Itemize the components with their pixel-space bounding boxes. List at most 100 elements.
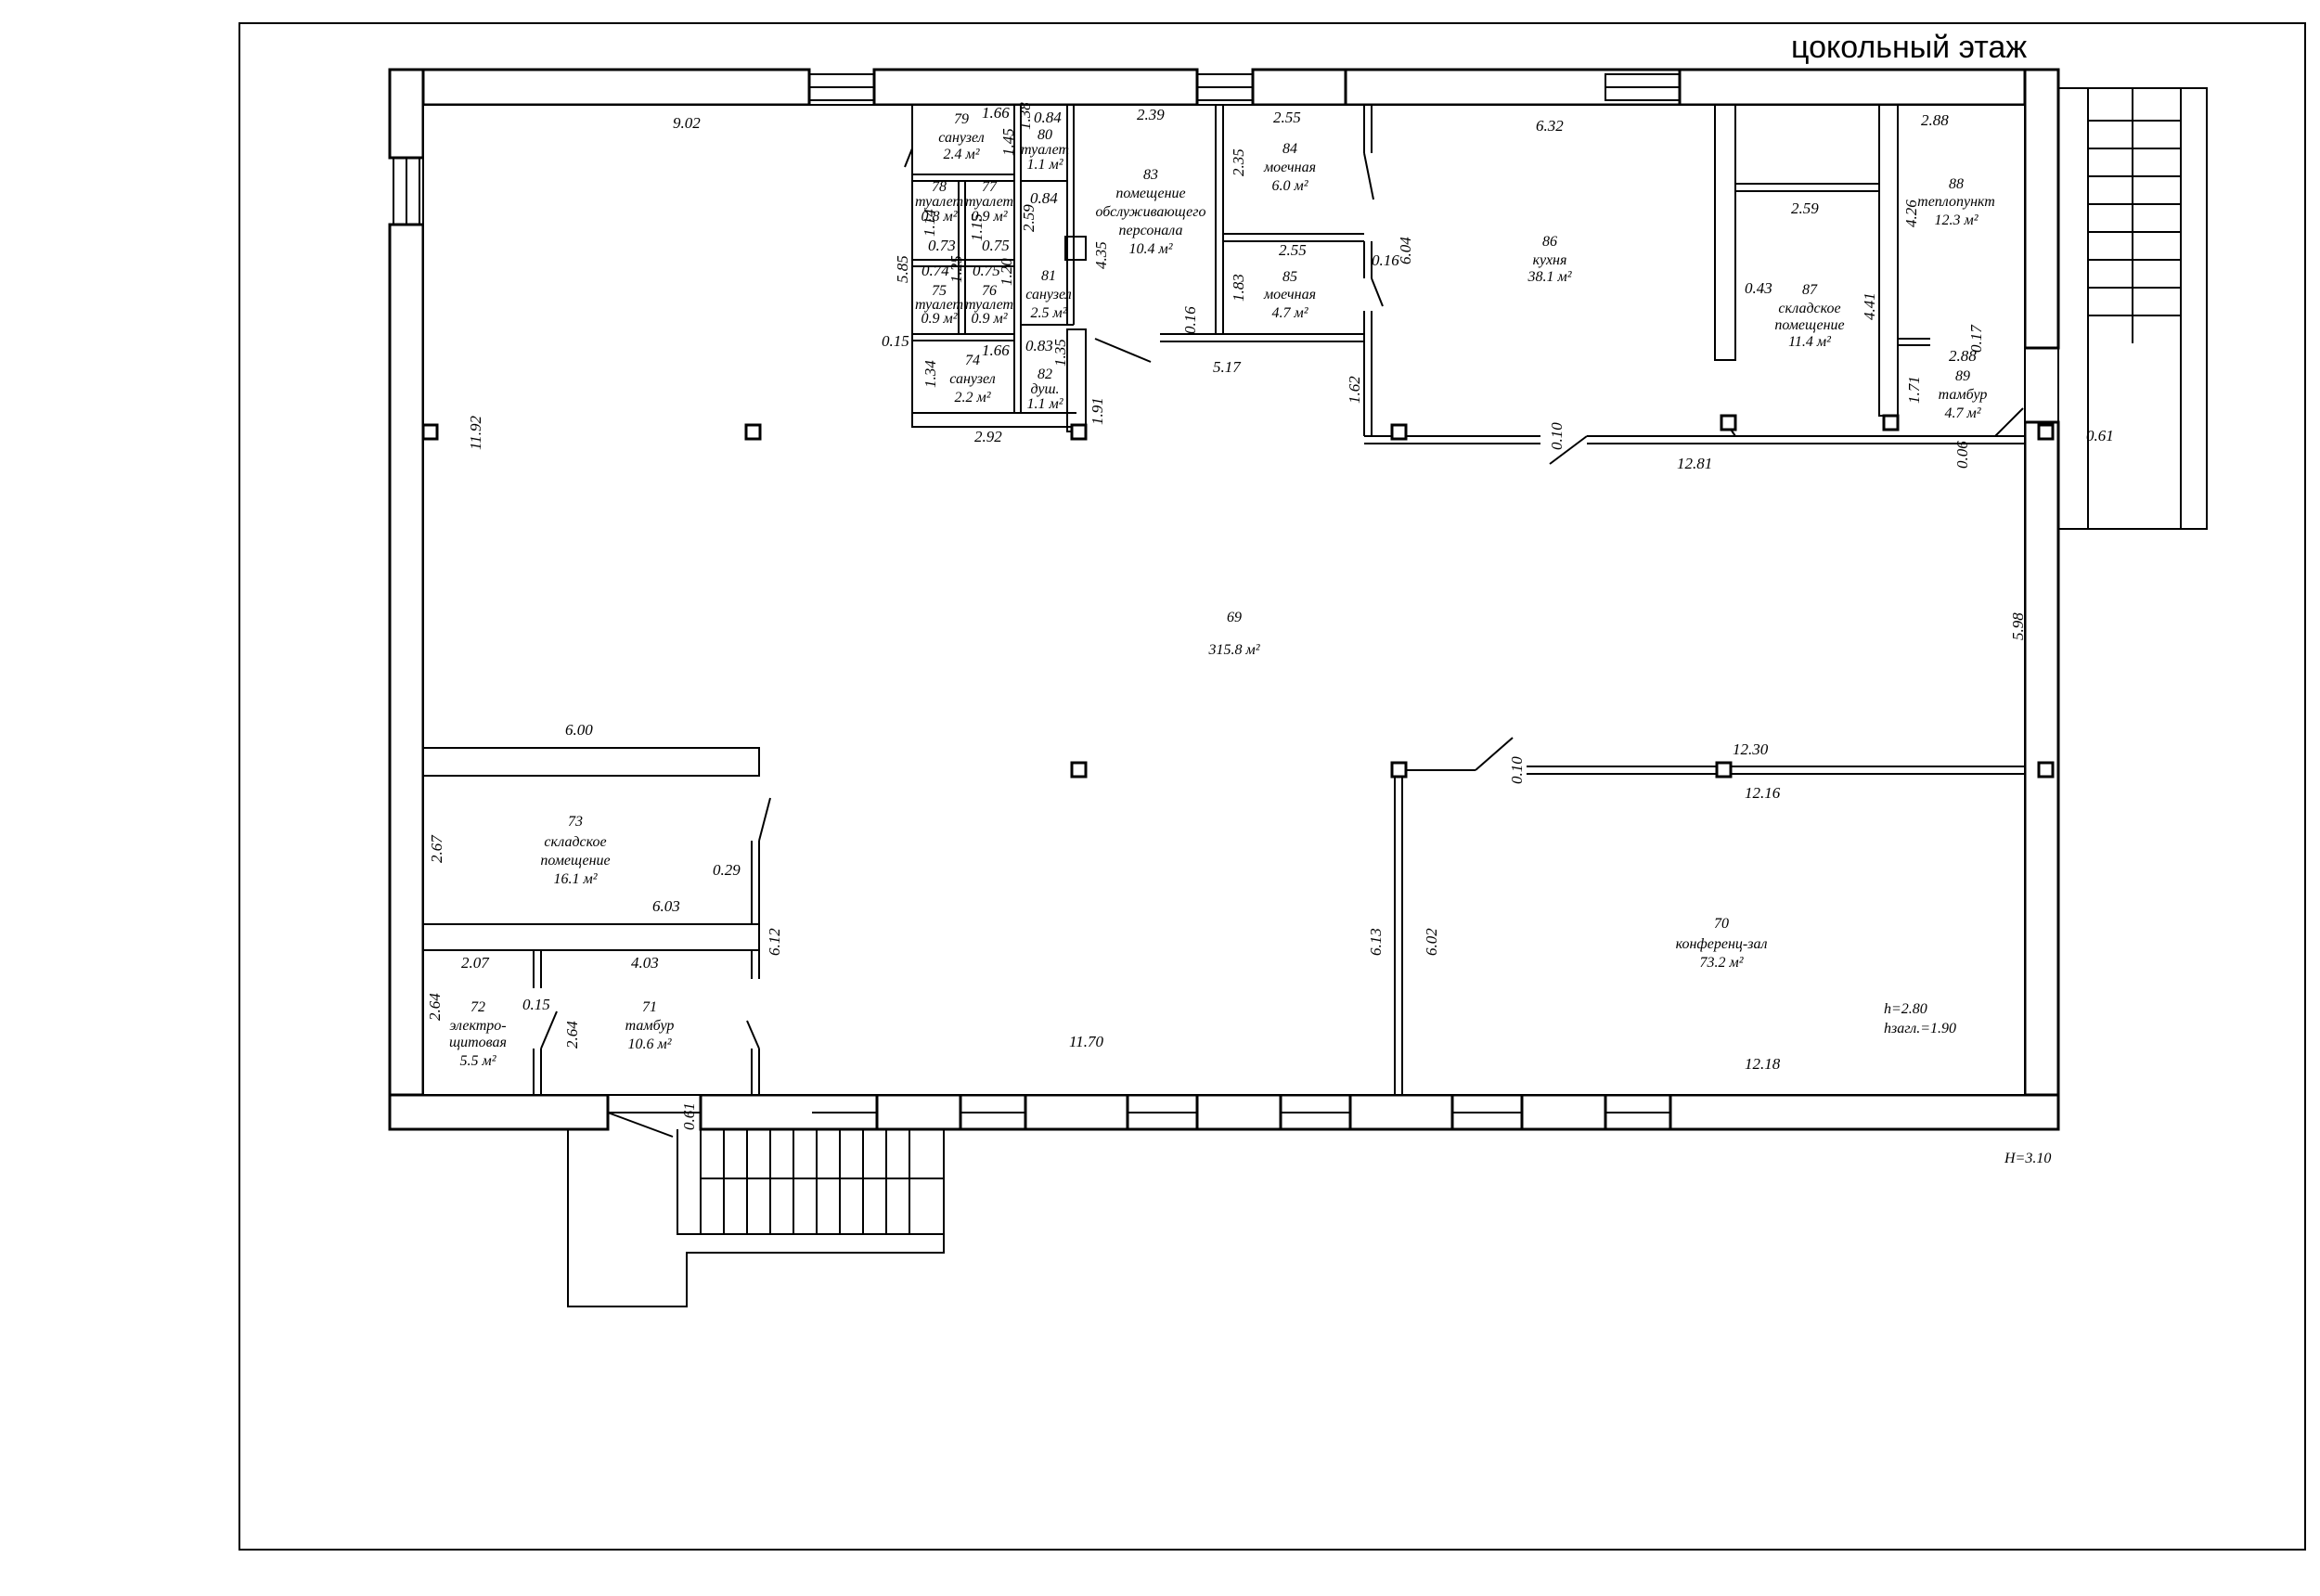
room-84-name: моечная	[1263, 160, 1316, 175]
room-87-name2: помещение	[1774, 317, 1844, 333]
dim: 1.34	[922, 360, 939, 388]
plan-title: цокольный этаж	[1791, 30, 2027, 65]
dim: 6.02	[1423, 928, 1440, 956]
room-84-area: 6.0 м²	[1271, 178, 1308, 194]
room-81-number: 81	[1041, 268, 1056, 284]
room-78-area: 0.8 м²	[921, 209, 958, 225]
room-85-name: моечная	[1263, 287, 1316, 302]
dim: 0.84	[1034, 109, 1062, 126]
dim: 1.14	[921, 209, 938, 237]
dim: 2.64	[563, 1021, 581, 1049]
dim: 0.43	[1745, 279, 1772, 297]
dim: 1.15	[968, 213, 986, 241]
room-83-name: помещение	[1115, 186, 1185, 201]
room-69-area: 315.8 м²	[1207, 642, 1260, 658]
dim: 2.55	[1279, 241, 1307, 259]
dim: 6.12	[766, 928, 783, 956]
dim: 12.18	[1745, 1055, 1781, 1073]
dim: 1.62	[1346, 376, 1363, 404]
dim: 6.03	[652, 897, 680, 915]
dim: 12.30	[1733, 740, 1769, 758]
room-73-name: складское	[544, 834, 606, 850]
room-88-name: теплопункт	[1917, 194, 1995, 210]
dim: 0.15	[882, 332, 909, 350]
room-75-name: туалет	[915, 297, 963, 313]
dim: 9.02	[673, 114, 701, 132]
room-72-name2: щитовая	[449, 1035, 507, 1050]
dim: 4.26	[1902, 200, 1920, 227]
room-73-name2: помещение	[540, 853, 610, 869]
room-70-area: 73.2 м²	[1699, 955, 1744, 971]
dim: 1.83	[1230, 274, 1247, 302]
dim: 0.10	[1548, 422, 1566, 450]
sheet-frame	[238, 22, 2306, 1551]
room-81-name: санузел	[1025, 287, 1071, 302]
dim: 12.81	[1677, 455, 1712, 472]
dim: 4.35	[1092, 241, 1110, 269]
dim: 4.03	[631, 954, 659, 972]
dim: 6.04	[1397, 237, 1414, 264]
room-76-number: 76	[982, 283, 997, 299]
dim: 0.15	[522, 996, 550, 1013]
dim: 0.75	[973, 262, 1000, 279]
room-80-name: туалет	[1021, 142, 1069, 158]
room-76-area: 0.9 м²	[971, 311, 1008, 327]
dim: 2.39	[1137, 106, 1165, 123]
dim: 0.10	[1508, 756, 1526, 784]
dim: 5.98	[2009, 612, 2027, 640]
dim: 2.55	[1273, 109, 1301, 126]
dim: 0.61	[680, 1102, 698, 1130]
room-78-name: туалет	[915, 194, 963, 210]
room-83-number: 83	[1143, 167, 1158, 183]
room-72-area: 5.5 м²	[459, 1053, 496, 1069]
dim: 1.66	[982, 341, 1010, 359]
room-70-name: конференц-зал	[1676, 936, 1768, 952]
room-86-area: 38.1 м²	[1527, 269, 1572, 285]
dim: 0.83	[1025, 337, 1053, 354]
room-89-area: 4.7 м²	[1944, 405, 1981, 421]
dim: 0.84	[1030, 189, 1058, 207]
room-79-number: 79	[954, 111, 969, 127]
dim: 2.59	[1020, 204, 1038, 232]
room-77-area: 0.9 м²	[971, 209, 1008, 225]
room-79-name: санузел	[938, 130, 984, 146]
room-84-number: 84	[1282, 141, 1297, 157]
dim: 5.85	[894, 255, 911, 283]
room-73-number: 73	[568, 814, 583, 830]
dim: 1.25	[947, 255, 965, 283]
dim: 2.59	[1791, 200, 1819, 217]
room-87-number: 87	[1802, 282, 1818, 298]
room-74-name: санузел	[949, 371, 995, 387]
dim: 0.06	[1953, 441, 1971, 469]
dim: 0.17	[1967, 324, 1985, 353]
room-80-number: 80	[1038, 127, 1052, 143]
room-75-area: 0.9 м²	[921, 311, 958, 327]
dim: 2.88	[1921, 111, 1949, 129]
dim: 5.17	[1213, 358, 1242, 376]
room-88-number: 88	[1949, 176, 1964, 192]
room-labels: 69 315.8 м² 70 конференц-зал 73.2 м² 71 …	[449, 111, 2051, 1166]
dim: 0.75	[982, 237, 1010, 254]
bottom-staircase	[567, 1112, 945, 1307]
dim: 1.20	[998, 258, 1015, 286]
room-73-area: 16.1 м²	[553, 871, 598, 887]
dim: 6.00	[565, 721, 593, 739]
dim: 4.41	[1861, 292, 1878, 320]
room-75-number: 75	[932, 283, 947, 299]
room-87-area: 11.4 м²	[1788, 334, 1832, 350]
room-74-number: 74	[965, 353, 980, 368]
room-71-area: 10.6 м²	[627, 1036, 672, 1052]
dim: 0.29	[713, 861, 741, 879]
dim: 12.16	[1745, 784, 1781, 802]
floor-height-note: Н=3.10	[2004, 1151, 2051, 1166]
dimension-labels: 9.02 1.66 0.84 2.39 2.55 6.32 2.88 0.84 …	[426, 102, 2114, 1130]
room-81-area: 2.5 м²	[1030, 305, 1067, 321]
dim: 6.13	[1367, 928, 1385, 956]
dim: 0.16	[1181, 306, 1199, 334]
dim: 0.16	[1372, 251, 1399, 269]
room-83-area: 10.4 м²	[1128, 241, 1173, 257]
room-83-name3: персонала	[1119, 223, 1183, 238]
room-72-name: электро-	[449, 1018, 506, 1034]
dim: 11.70	[1069, 1033, 1103, 1050]
dim: 1.45	[999, 128, 1017, 156]
